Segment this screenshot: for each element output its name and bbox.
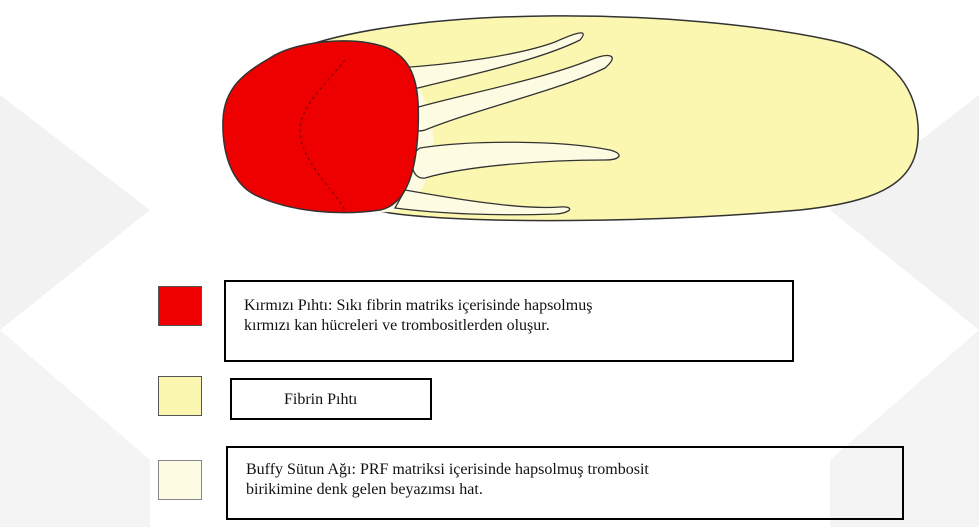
watermark-bottom-left-chevron [0,330,150,527]
legend-box-buffy-coat: Buffy Sütun Ağı: PRF matriksi içerisinde… [226,446,904,520]
legend-box-fibrin-clot: Fibrin Pıhtı [230,378,432,420]
red-clot-shape [223,41,418,213]
legend-swatch-red-clot [158,286,202,326]
legend-box-red-clot: Kırmızı Pıhtı: Sıkı fibrin matriks içeri… [224,280,794,362]
legend-swatch-buffy-coat [158,460,202,500]
legend-fibrin-clot-label: Fibrin Pıhtı [284,390,430,410]
legend-swatch-fibrin-clot [158,376,202,416]
legend-red-clot-line2: kırmızı kan hücreleri ve trombositlerden… [244,316,774,336]
legend-buffy-coat-line1: Buffy Sütun Ağı: PRF matriksi içerisinde… [246,460,884,480]
legend-buffy-coat-line2: birikimine denk gelen beyazımsı hat. [246,480,884,500]
legend-red-clot-line1: Kırmızı Pıhtı: Sıkı fibrin matriks içeri… [244,296,774,316]
prf-clot-diagram [0,0,979,260]
